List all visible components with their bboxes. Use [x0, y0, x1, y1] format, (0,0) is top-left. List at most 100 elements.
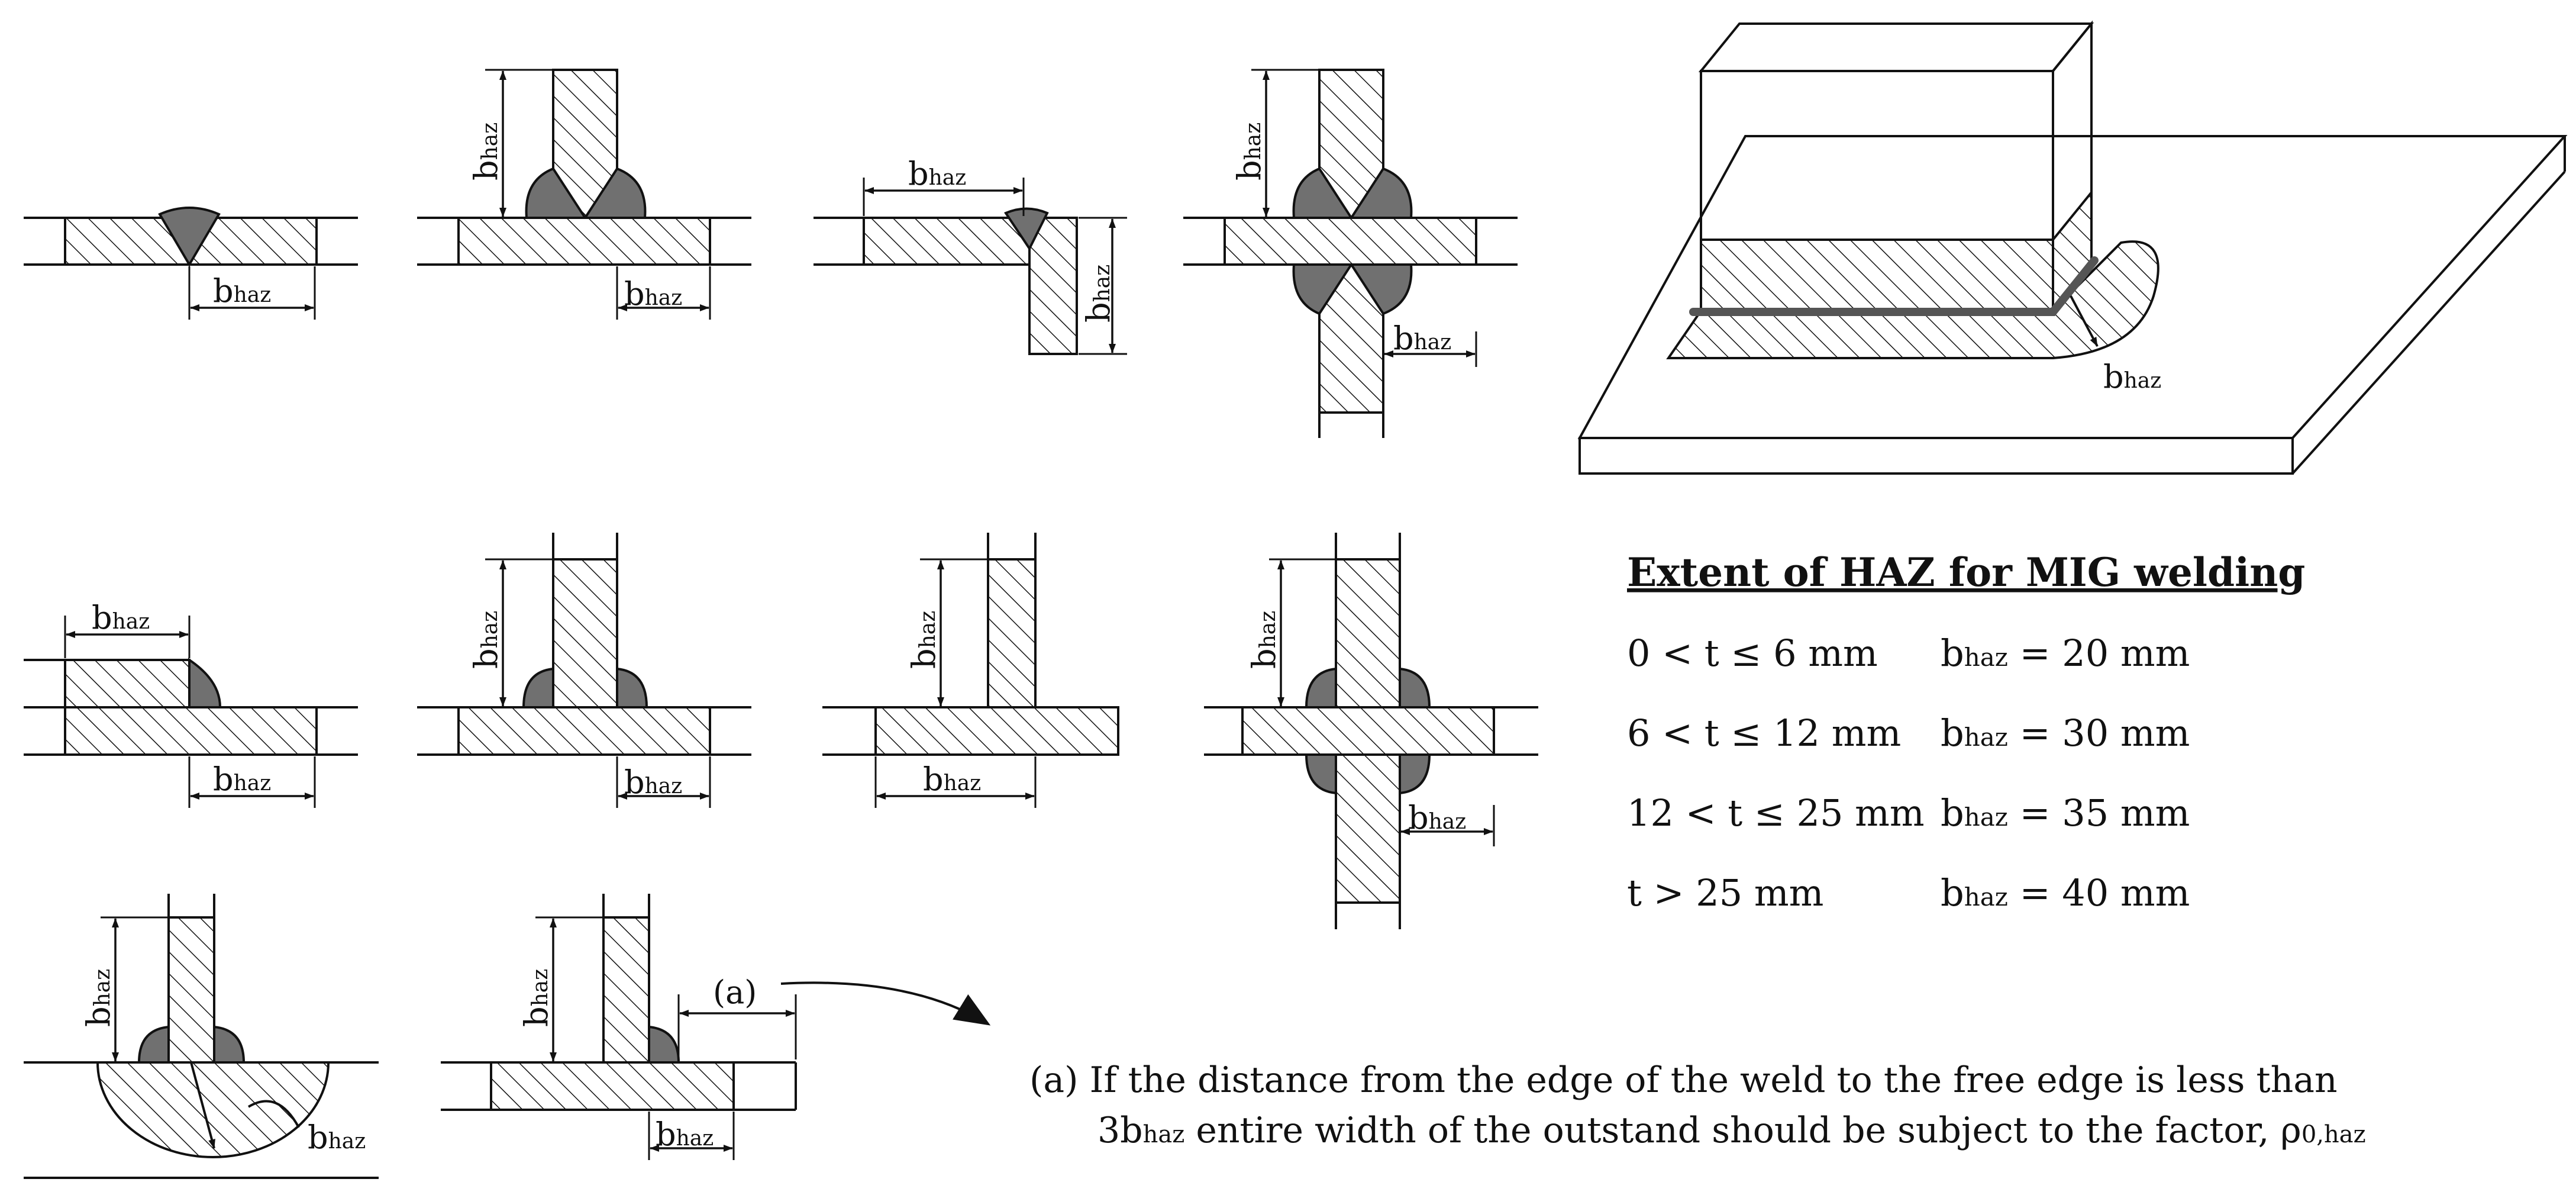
svg-text:bhaz: bhaz	[908, 155, 966, 192]
dim-base: b	[1080, 302, 1117, 323]
dim-base: b	[213, 272, 234, 310]
dim-base: b	[1245, 648, 1283, 669]
dim-sub: haz	[478, 611, 502, 649]
haz-value-sub: haz	[1964, 882, 2008, 911]
haz-table-row: 12 < t ≤ 25 mm bhaz = 35 mm	[1627, 791, 2190, 835]
dim-sub: haz	[328, 1129, 366, 1154]
svg-text:bhaz: bhaz	[624, 764, 682, 801]
dim-base: b	[908, 155, 929, 192]
dim-sub: haz	[2124, 369, 2162, 393]
svg-text:bhaz: bhaz	[1231, 123, 1268, 181]
dim-base: b	[656, 1116, 676, 1153]
svg-text:bhaz: bhaz	[1408, 799, 1466, 836]
svg-text:bhaz: bhaz	[923, 761, 981, 798]
haz-table-row: 0 < t ≤ 6 mm bhaz = 20 mm	[1627, 632, 2190, 675]
dim-base: b	[518, 1006, 555, 1027]
svg-text:bhaz = 20 mm: bhaz = 20 mm	[1941, 632, 2190, 675]
svg-text:3bhaz entire width of the outs: 3bhaz entire width of the outstand shoul…	[1097, 1110, 2366, 1151]
dim-sub: haz	[916, 611, 940, 649]
svg-text:bhaz: bhaz	[467, 123, 505, 181]
dim-sub: haz	[1414, 330, 1452, 355]
svg-text:bhaz: bhaz	[308, 1119, 366, 1156]
dim-base: b	[1231, 160, 1268, 181]
dim-sub: haz	[645, 774, 683, 798]
haz-value-prefix: b	[1941, 791, 1964, 835]
dim-sub: haz	[234, 283, 272, 307]
haz-value: = 40 mm	[2008, 871, 2190, 914]
haz-table-row: t > 25 mm bhaz = 40 mm	[1627, 871, 2190, 914]
haz-value: = 20 mm	[2008, 632, 2190, 675]
haz-value: = 30 mm	[2008, 711, 2190, 755]
svg-text:bhaz: bhaz	[905, 611, 942, 669]
dim-sub: haz	[91, 969, 115, 1007]
svg-text:bhaz: bhaz	[80, 969, 117, 1027]
dim-sub: haz	[1256, 611, 1280, 649]
svg-text:bhaz: bhaz	[518, 969, 555, 1027]
dim-sub: haz	[112, 610, 150, 634]
haz-value-prefix: b	[1941, 711, 1964, 755]
svg-text:bhaz = 35 mm: bhaz = 35 mm	[1941, 791, 2190, 835]
dim-sub: haz	[1241, 123, 1266, 160]
haz-value: = 35 mm	[2008, 791, 2190, 835]
detail-t-joint-double-fillet: bhaz bhaz	[417, 69, 751, 320]
svg-text:bhaz = 30 mm: bhaz = 30 mm	[1941, 711, 2190, 755]
footnote-line2-mid: entire width of the outstand should be s…	[1184, 1110, 2301, 1151]
svg-text:bhaz = 40 mm: bhaz = 40 mm	[1941, 871, 2190, 914]
footnote-line2-sub: haz	[1143, 1121, 1185, 1148]
dim-base: b	[2103, 358, 2124, 395]
svg-text:bhaz: bhaz	[656, 1116, 714, 1153]
detail-cruciform-fillet: bhaz bhaz	[1204, 533, 1538, 929]
haz-range: 12 < t ≤ 25 mm	[1627, 791, 1925, 835]
dim-base: b	[467, 648, 505, 669]
svg-text:bhaz: bhaz	[92, 599, 150, 636]
dim-base: b	[624, 764, 645, 801]
detail-cruciform-joint: bhaz bhaz	[1183, 69, 1518, 438]
dim-sub: haz	[234, 771, 272, 795]
haz-value-sub: haz	[1964, 723, 2008, 752]
dim-base: b	[467, 160, 505, 181]
haz-value-prefix: b	[1941, 871, 1964, 914]
dim-base: b	[1393, 320, 1414, 357]
dim-base: b	[92, 599, 112, 636]
svg-text:bhaz: bhaz	[467, 611, 505, 669]
dim-sub: haz	[676, 1126, 714, 1151]
haz-value-sub: haz	[1964, 643, 2008, 672]
detail-t-joint-semicircular-haz: bhaz bhaz	[24, 894, 379, 1179]
svg-text:bhaz: bhaz	[624, 275, 682, 313]
detail-butt-weld: bhaz	[24, 207, 358, 320]
footnote: (a) If the distance from the edge of the…	[1029, 1059, 2366, 1151]
dim-base: b	[923, 761, 944, 798]
haz-range: 0 < t ≤ 6 mm	[1627, 632, 1878, 675]
dim-base: b	[213, 761, 234, 798]
dim-sub: haz	[929, 166, 967, 190]
dim-sub: haz	[478, 123, 502, 160]
svg-text:bhaz: bhaz	[2103, 358, 2161, 395]
footnote-line2-pre: 3b	[1097, 1110, 1143, 1151]
detail-t-joint-free-edge: bhaz (a) bhaz	[441, 894, 991, 1160]
dim-sub: haz	[528, 969, 553, 1007]
detail-t-joint-fillet: bhaz bhaz	[417, 533, 751, 808]
detail-t-joint-plain: bhaz bhaz	[822, 533, 1119, 808]
haz-table: Extent of HAZ for MIG welding 0 < t ≤ 6 …	[1627, 549, 2305, 914]
detail-3d-block-on-plate: bhaz	[1577, 20, 2568, 475]
detail-lap-joint: bhaz bhaz	[24, 599, 358, 808]
haz-value-sub: haz	[1964, 803, 2008, 832]
dim-sub: haz	[944, 771, 982, 795]
svg-text:bhaz: bhaz	[213, 761, 271, 798]
svg-text:bhaz: bhaz	[213, 272, 271, 310]
note-pointer-arrow	[780, 981, 991, 1026]
haz-value-prefix: b	[1941, 632, 1964, 675]
dim-base: b	[308, 1119, 328, 1156]
haz-range: 6 < t ≤ 12 mm	[1627, 711, 1901, 755]
note-marker: (a)	[713, 974, 757, 1011]
svg-text:bhaz: bhaz	[1245, 611, 1283, 669]
haz-table-title: Extent of HAZ for MIG welding	[1627, 549, 2305, 595]
dim-base: b	[624, 275, 645, 313]
detail-corner-joint: bhaz bhaz	[814, 155, 1127, 355]
dim-base: b	[80, 1006, 117, 1027]
footnote-line2-end-sub: 0,haz	[2301, 1121, 2366, 1148]
footnote-line1: (a) If the distance from the edge of the…	[1029, 1059, 2338, 1101]
dim-sub: haz	[1429, 810, 1467, 834]
